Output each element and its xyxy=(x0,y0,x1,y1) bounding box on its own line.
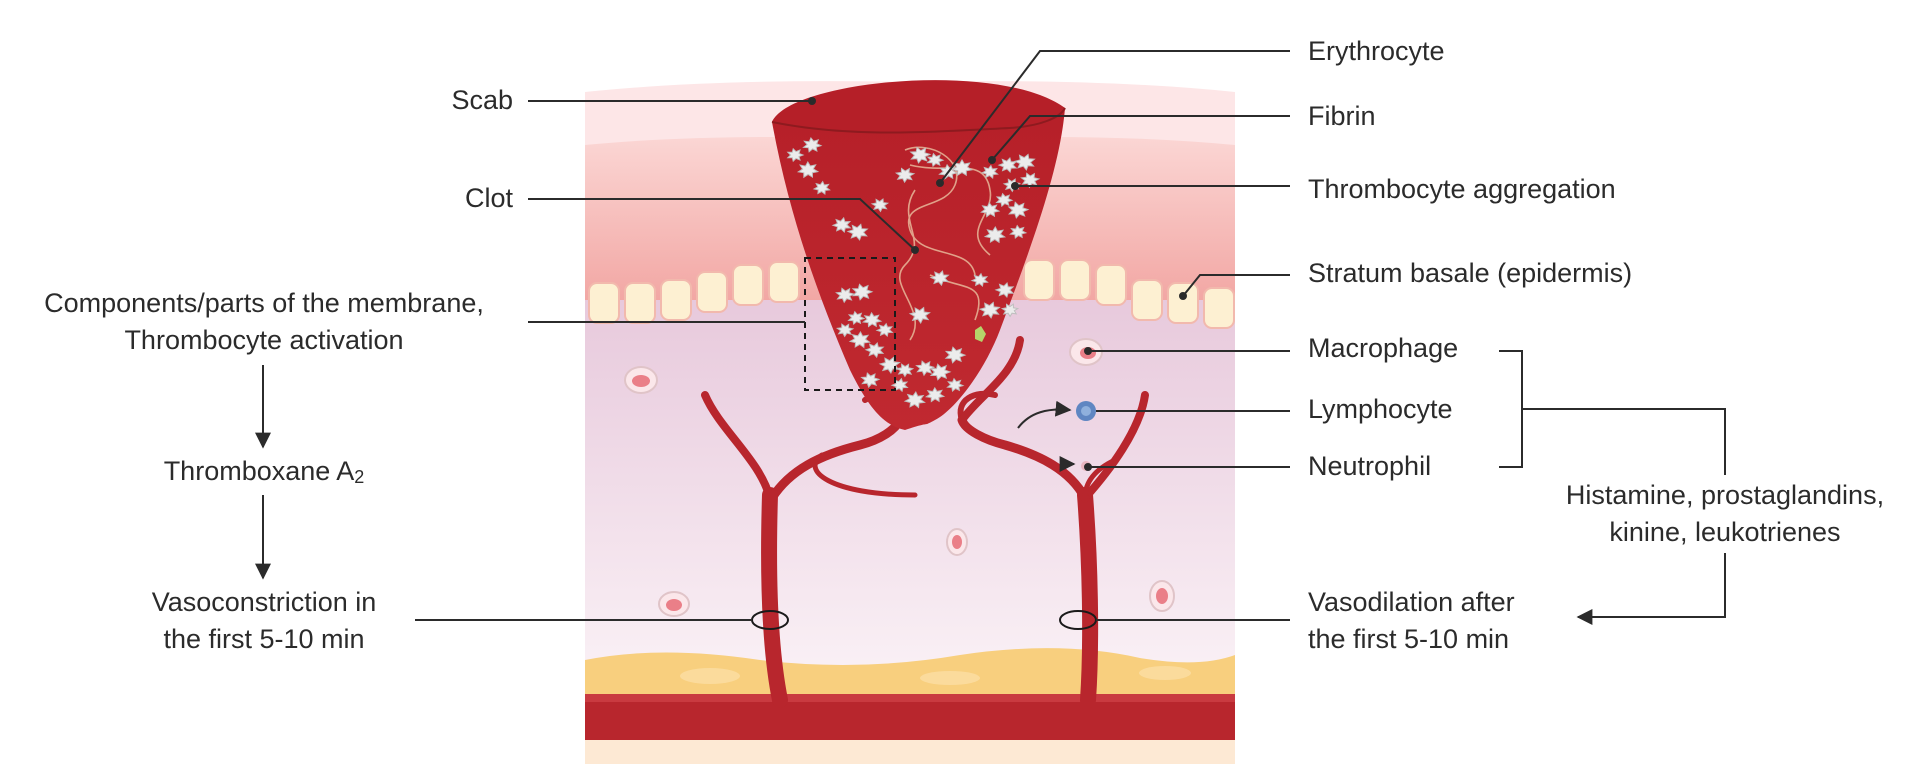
leader-lines xyxy=(255,50,1726,625)
thrombocyte xyxy=(835,287,856,304)
membrane-label-line1: Components/parts of the membrane, xyxy=(44,288,484,318)
thrombocyte xyxy=(1007,201,1030,219)
thrombocyte xyxy=(970,272,989,288)
fat-highlight xyxy=(920,671,980,685)
thrombocyte xyxy=(870,198,890,213)
thrombocyte xyxy=(994,282,1015,298)
thrombocyte xyxy=(903,391,926,409)
thrombocyte xyxy=(802,136,823,153)
mediators-label-line1: Histamine, prostaglandins, xyxy=(1565,480,1885,510)
thrombocyte xyxy=(860,372,881,389)
blood-cell xyxy=(658,591,690,617)
scab-label: Scab xyxy=(451,85,513,115)
thrombocyte xyxy=(835,323,855,338)
thrombocyte xyxy=(983,226,1007,244)
thrombocyte xyxy=(796,161,820,179)
stratum-basale-cells xyxy=(588,259,1235,329)
vasodilation-label-line2: the first 5-10 min xyxy=(1308,624,1510,654)
thrombocyte xyxy=(878,356,901,374)
thrombocyte xyxy=(875,322,894,338)
thrombocyte xyxy=(861,311,883,328)
vasoconstriction-label-line2: the first 5-10 min xyxy=(163,624,365,654)
thrombocyte xyxy=(909,146,932,164)
thrombocyte xyxy=(929,363,952,381)
thrombocyte xyxy=(864,342,885,359)
thrombocyte xyxy=(980,201,1001,218)
thrombocyte xyxy=(924,386,946,403)
thrombocyte xyxy=(846,223,869,241)
blood-cell xyxy=(624,366,658,394)
thrombocyte xyxy=(1009,224,1028,239)
thrombocyte xyxy=(1000,303,1020,318)
thrombocyte xyxy=(995,192,1014,208)
macrophage-label: Macrophage xyxy=(1308,333,1459,363)
thrombocyte xyxy=(1013,153,1036,171)
thrombocyte xyxy=(929,270,950,287)
vasoconstriction-label-line1: Vasoconstriction in xyxy=(151,587,377,617)
green-cell xyxy=(975,326,986,342)
thrombocyte xyxy=(847,310,866,326)
stratum-basale-label: Stratum basale (epidermis) xyxy=(1308,258,1633,288)
thrombocyte xyxy=(915,360,936,377)
thrombocyte xyxy=(831,216,852,233)
thrombocyte xyxy=(1020,172,1041,189)
thrombocyte xyxy=(851,283,874,301)
blood-cell xyxy=(946,528,968,556)
blood-cell xyxy=(1149,580,1175,612)
fat-highlight xyxy=(1139,666,1191,680)
neutrophil-label: Neutrophil xyxy=(1308,451,1432,481)
mediators-label-line2: kinine, leukotrienes xyxy=(1609,517,1841,547)
thrombocyte-aggregation-label: Thrombocyte aggregation xyxy=(1308,174,1616,204)
thrombocyte xyxy=(908,306,931,324)
membrane-detail-box xyxy=(804,257,896,391)
thrombocyte xyxy=(980,164,999,179)
lymphocyte-label: Lymphocyte xyxy=(1308,394,1453,424)
vasodilation-label-line1: Vasodilation after xyxy=(1308,587,1515,617)
erythrocyte-label: Erythrocyte xyxy=(1308,36,1445,66)
thrombocyte xyxy=(786,147,805,163)
lymphocyte-cell xyxy=(1076,401,1096,421)
thrombocyte xyxy=(978,301,1001,319)
fat-highlight xyxy=(680,668,740,684)
fibrin-label: Fibrin xyxy=(1308,101,1376,131)
thrombocyte xyxy=(812,180,831,195)
thromboxane-label: Thromboxane A2 xyxy=(163,456,365,487)
vessel-highlight xyxy=(585,694,1235,702)
lower-tissue xyxy=(585,740,1235,764)
thrombocyte xyxy=(848,331,871,349)
thrombocyte xyxy=(997,157,1018,173)
scab xyxy=(772,80,1065,133)
thrombocyte xyxy=(946,377,965,393)
subcutaneous-fat-layer xyxy=(585,648,1235,700)
membrane-label-line2: Thrombocyte activation xyxy=(124,325,404,355)
thrombocyte xyxy=(895,363,915,378)
thrombocyte xyxy=(894,167,916,184)
thrombocyte xyxy=(926,152,945,168)
clot-label: Clot xyxy=(464,183,513,213)
thrombocyte xyxy=(944,346,967,364)
